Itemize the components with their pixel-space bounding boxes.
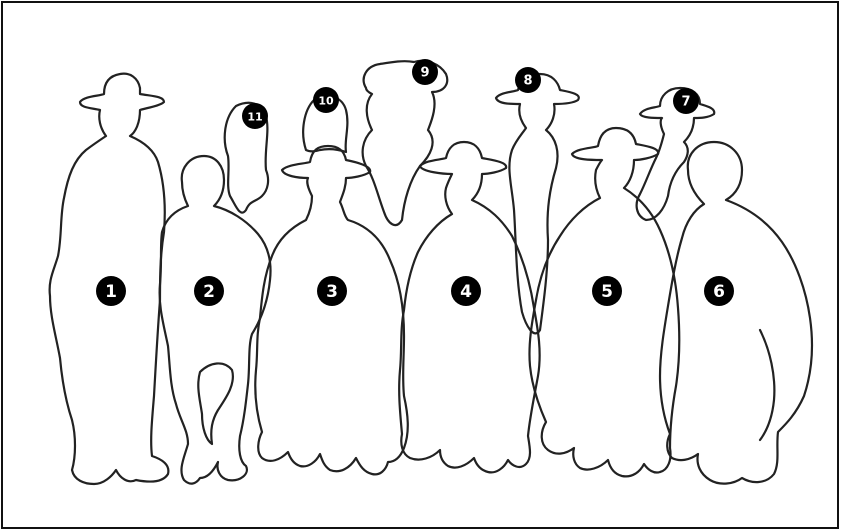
badge-4: 4 <box>451 276 481 306</box>
figure-6-outline <box>660 142 812 484</box>
badge-10: 10 <box>313 87 339 113</box>
badge-9: 9 <box>412 59 438 85</box>
svg-text:8: 8 <box>523 74 532 89</box>
svg-text:2: 2 <box>203 282 215 302</box>
svg-text:5: 5 <box>601 282 613 302</box>
figure-9-outline <box>363 61 448 225</box>
badge-8: 8 <box>515 67 541 93</box>
badge-11: 11 <box>242 103 268 129</box>
svg-text:11: 11 <box>247 111 262 124</box>
svg-text:7: 7 <box>681 95 690 110</box>
badge-5: 5 <box>592 276 622 306</box>
svg-text:1: 1 <box>105 282 117 302</box>
badge-6: 6 <box>704 276 734 306</box>
badge-1: 1 <box>96 276 126 306</box>
figure-4-outline <box>399 142 539 472</box>
badge-2: 2 <box>194 276 224 306</box>
figure-2-outline <box>160 156 271 484</box>
svg-text:10: 10 <box>318 95 334 108</box>
badge-3: 3 <box>317 276 347 306</box>
svg-text:3: 3 <box>326 282 338 302</box>
svg-text:9: 9 <box>420 66 429 81</box>
badge-7: 7 <box>673 88 699 114</box>
svg-text:6: 6 <box>713 282 725 302</box>
svg-text:4: 4 <box>460 282 472 302</box>
figure-3-outline <box>255 146 408 474</box>
